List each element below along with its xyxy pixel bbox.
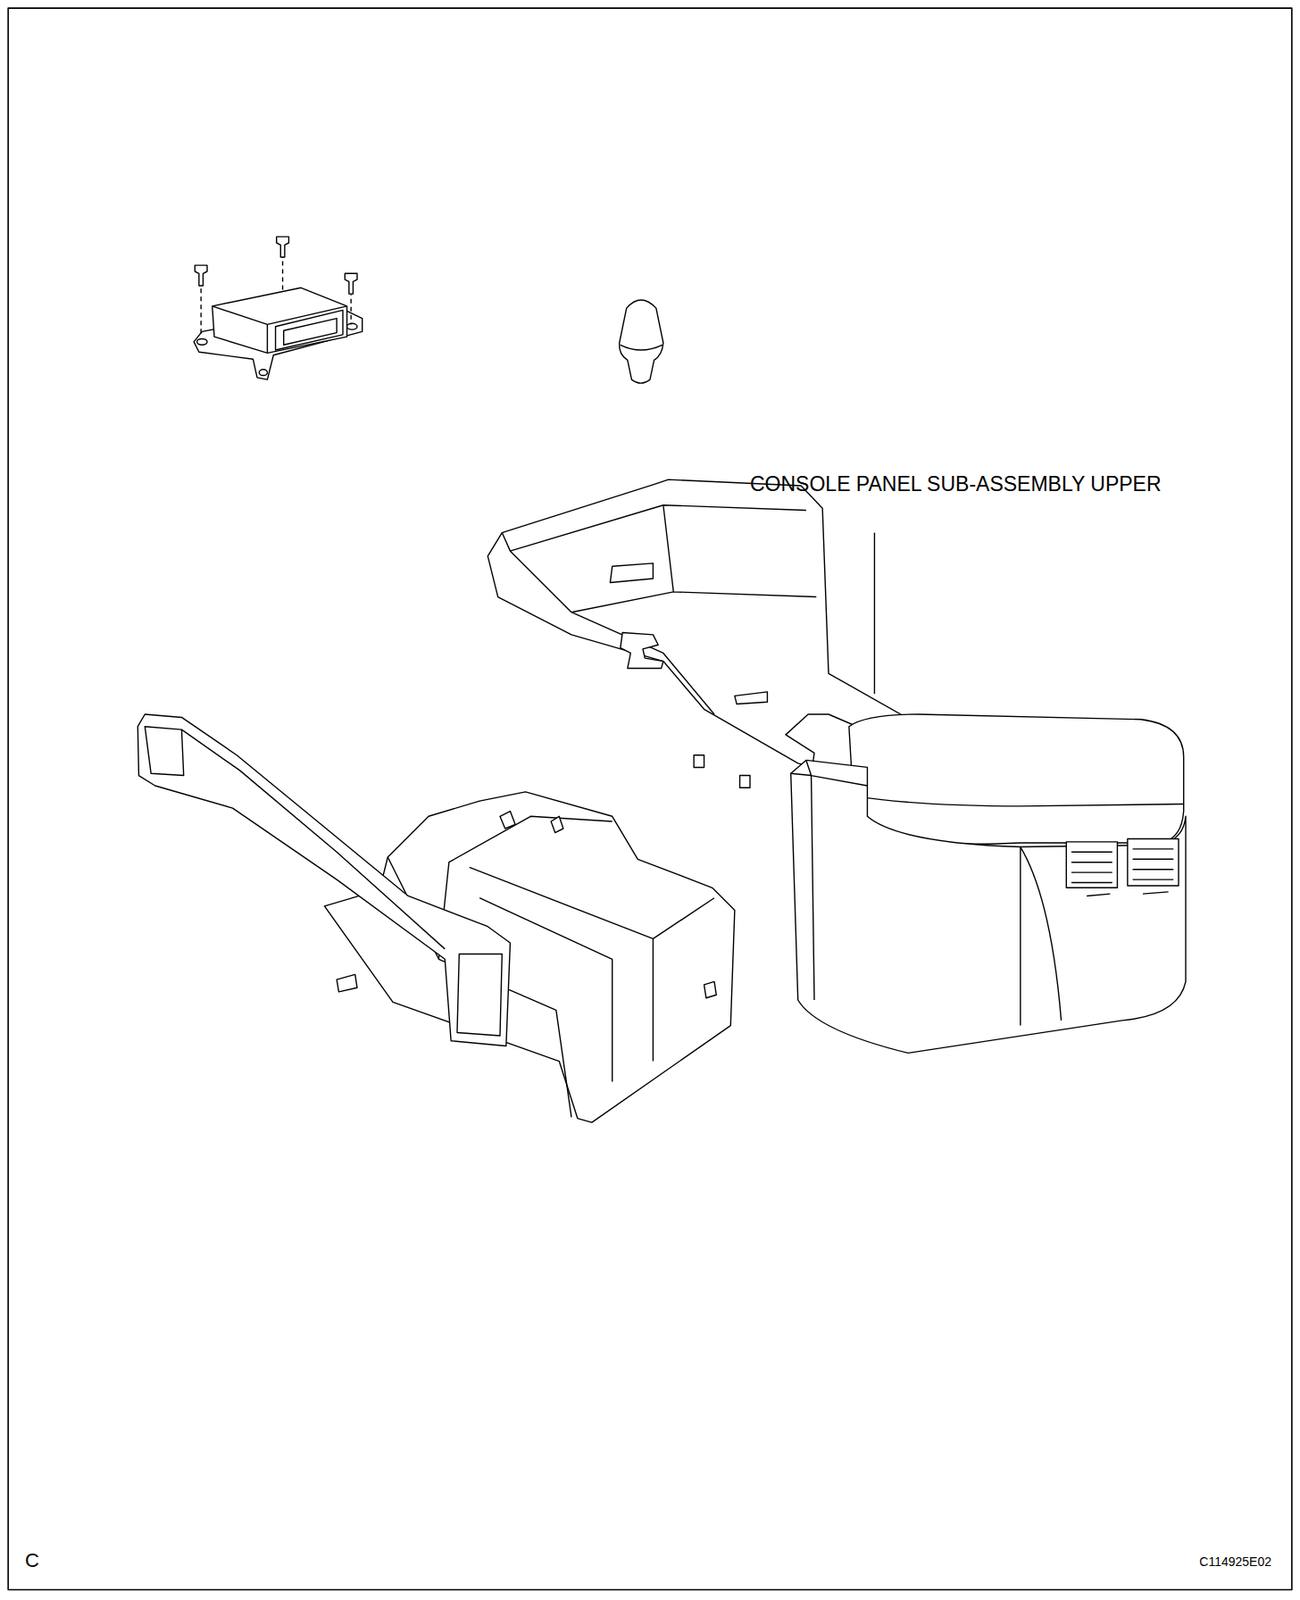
sensor-hole xyxy=(347,323,358,330)
dashed-line xyxy=(200,280,201,337)
frame-clip xyxy=(500,811,717,999)
panel-slot xyxy=(609,563,653,584)
sensor-body xyxy=(212,287,348,353)
armrest-lid xyxy=(849,714,1184,844)
dashed-line xyxy=(350,291,351,325)
panel-slot xyxy=(734,691,768,705)
duct-edge xyxy=(144,726,502,1036)
vent xyxy=(1127,838,1179,886)
lid-edge xyxy=(852,795,1184,806)
vent-louver xyxy=(1071,849,1174,884)
air-duct xyxy=(137,714,510,1046)
console-box xyxy=(791,714,1186,1053)
dashed-line xyxy=(282,252,284,291)
duct-outline xyxy=(137,714,510,1046)
duct-tab xyxy=(336,974,358,992)
sensor-connector xyxy=(275,309,343,350)
sheet-letter: C xyxy=(25,1550,40,1572)
sensor-hole xyxy=(197,338,208,345)
bolt xyxy=(276,236,290,258)
figure-code: C114925E02 xyxy=(1199,1555,1272,1569)
part-name: CONSOLE PANEL SUB-ASSEMBLY UPPER xyxy=(750,473,1162,496)
sensor-edge xyxy=(212,306,348,354)
bolt xyxy=(344,273,358,294)
shift-gate xyxy=(620,633,664,669)
frame-border xyxy=(8,8,1292,1590)
airbag-sensor xyxy=(193,236,363,380)
box-edge xyxy=(1020,847,1062,1026)
drawing xyxy=(8,8,1292,1590)
vent-slot xyxy=(1086,891,1168,897)
bolt xyxy=(194,265,208,286)
box-body xyxy=(791,759,1186,1053)
vent xyxy=(1066,841,1117,888)
sensor-hole xyxy=(258,369,267,376)
panel-edge xyxy=(501,505,817,715)
frame-outline xyxy=(324,791,734,1123)
box-edge xyxy=(791,759,868,1000)
shift-knob xyxy=(619,300,664,384)
frame-edge xyxy=(387,816,715,1117)
console-lower-box xyxy=(324,791,734,1123)
leader-line xyxy=(874,533,875,695)
